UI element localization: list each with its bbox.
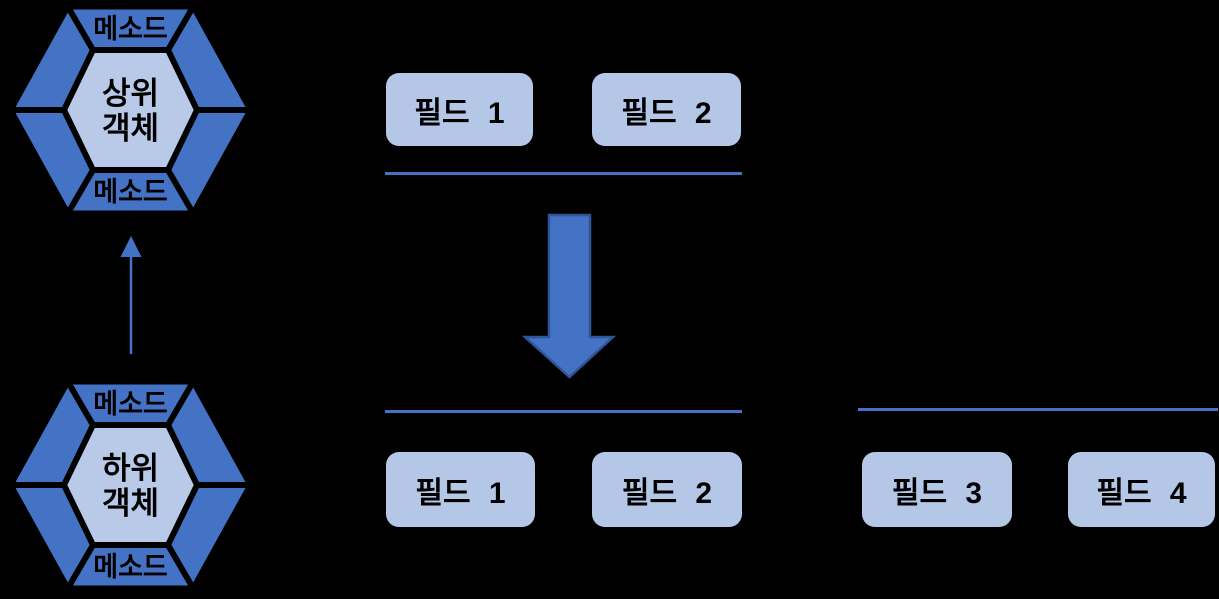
field-box-label: 필드 2 [621,96,712,130]
field-box-bottom-4: 필드 4 [1068,452,1215,527]
field-box-label: 필드 1 [415,476,506,510]
bottom-right-row-topline [858,408,1218,411]
up-arrow [120,236,142,354]
hexagon-inner-core [60,47,201,173]
field-box-label: 필드 3 [891,476,983,510]
child-bottom-method-label: 메소드 [93,552,168,582]
child-center-label-line1: 하위 [102,451,159,486]
bottom-left-row-topline [385,410,742,413]
hexagon-segment-dividers [11,380,250,590]
parent-object-hexagon: 메소드 상위 객체 메소드 [8,4,253,216]
field-box-bottom-3: 필드 3 [862,452,1012,527]
child-object-hexagon: 메소드 하위 객체 메소드 [8,379,253,591]
field-box-top-1: 필드 1 [386,73,533,146]
field-box-label: 필드 2 [621,476,713,510]
hexagon-segment-dividers [11,5,250,215]
parent-center-label-line2: 객체 [102,111,159,146]
field-box-label: 필드 4 [1096,476,1187,510]
hexagon-inner-core [60,422,201,548]
parent-top-method-label: 메소드 [93,14,168,44]
field-box-label: 필드 1 [414,96,505,130]
top-row-underline [385,172,742,175]
child-top-method-label: 메소드 [93,389,168,419]
down-arrow [521,213,617,379]
field-box-bottom-2: 필드 2 [592,452,742,527]
parent-bottom-method-label: 메소드 [93,177,168,207]
parent-center-label-line1: 상위 [102,76,159,111]
field-box-top-2: 필드 2 [592,73,741,146]
field-box-bottom-1: 필드 1 [386,452,535,527]
child-center-label-line2: 객체 [102,486,159,521]
